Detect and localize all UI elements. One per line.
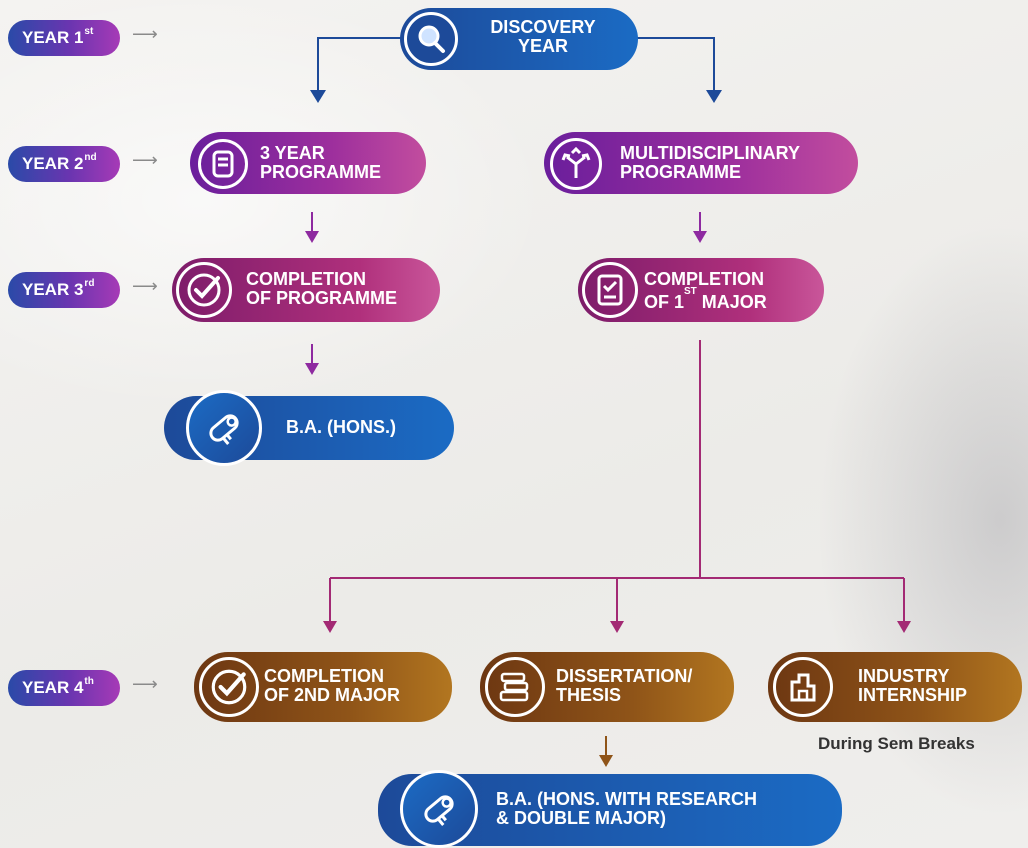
node-label: & DOUBLE MAJOR) bbox=[496, 808, 666, 828]
node-label: MULTIDISCIPLINARY bbox=[620, 143, 800, 163]
arrowhead bbox=[323, 621, 337, 633]
node-label: OF PROGRAMME bbox=[246, 288, 397, 308]
arrowhead bbox=[706, 90, 722, 103]
year-label: YEAR 1 bbox=[22, 28, 84, 47]
node-3-year-programme: 3 YEAR PROGRAMME bbox=[190, 132, 426, 194]
year-suffix: st bbox=[84, 25, 94, 37]
arrow-right-icon: ⟶ bbox=[132, 150, 158, 170]
node-label: COMPLETION bbox=[264, 666, 384, 686]
connector-discovery-left bbox=[317, 37, 404, 92]
node-label: DISSERTATION/ bbox=[556, 666, 693, 686]
internship-caption: During Sem Breaks bbox=[818, 734, 975, 753]
node-discovery-year: DISCOVERY YEAR bbox=[400, 8, 638, 70]
node-label: COMPLETION bbox=[644, 269, 764, 289]
diploma-scroll-icon bbox=[400, 770, 478, 848]
magnifier-icon bbox=[404, 12, 458, 66]
node-label: B.A. (HONS. WITH RESEARCH bbox=[496, 789, 757, 809]
arrowhead bbox=[897, 621, 911, 633]
arrow-right-icon: ⟶ bbox=[132, 674, 158, 694]
node-multidisciplinary-programme: MULTIDISCIPLINARY PROGRAMME bbox=[544, 132, 858, 194]
node-ba-hons: B.A. (HONS.) bbox=[164, 390, 454, 466]
node-label: B.A. (HONS.) bbox=[286, 417, 396, 437]
node-label: YEAR bbox=[517, 36, 568, 56]
connector-discovery-right bbox=[636, 37, 715, 92]
node-label: INTERNSHIP bbox=[858, 685, 968, 705]
year-suffix: th bbox=[84, 675, 94, 687]
node-label: OF 1 bbox=[644, 292, 685, 312]
node-label: MAJOR bbox=[696, 292, 767, 312]
node-ba-hons-research: B.A. (HONS. WITH RESEARCH & DOUBLE MAJOR… bbox=[378, 770, 842, 848]
year-label: YEAR 3 bbox=[22, 280, 84, 299]
arrowhead bbox=[305, 231, 319, 243]
arrowhead bbox=[305, 363, 319, 375]
arrowhead bbox=[610, 621, 624, 633]
node-label: COMPLETION bbox=[246, 269, 366, 289]
arrowhead bbox=[310, 90, 326, 103]
arrow-right-icon: ⟶ bbox=[132, 24, 158, 44]
node-completion-of-1st-major: COMPLETION OF 1ST MAJOR bbox=[578, 258, 824, 322]
checkmark-circle-icon bbox=[199, 657, 259, 717]
node-dissertation-thesis: DISSERTATION/ THESIS bbox=[480, 652, 734, 722]
year-label: YEAR 2 bbox=[22, 154, 84, 173]
checkmark-circle-icon bbox=[176, 262, 232, 318]
books-icon bbox=[485, 657, 545, 717]
arrowhead bbox=[599, 755, 613, 767]
node-label: OF 2ND MAJOR bbox=[264, 685, 401, 705]
year-label: YEAR 4 bbox=[22, 678, 84, 697]
year-suffix: nd bbox=[84, 151, 97, 163]
year-suffix: rd bbox=[84, 277, 95, 289]
node-label: 3 YEAR bbox=[260, 143, 325, 163]
checklist-icon bbox=[582, 262, 638, 318]
node-label: DISCOVERY bbox=[490, 17, 596, 37]
node-completion-of-programme: COMPLETION OF PROGRAMME bbox=[172, 258, 440, 322]
node-industry-internship: INDUSTRY INTERNSHIP bbox=[768, 652, 1022, 722]
document-icon bbox=[198, 139, 248, 189]
split-arrows-icon bbox=[550, 138, 602, 190]
arrow-right-icon: ⟶ bbox=[132, 276, 158, 296]
node-label: PROGRAMME bbox=[620, 162, 741, 182]
node-label: INDUSTRY bbox=[858, 666, 950, 686]
arrowhead bbox=[693, 231, 707, 243]
factory-icon bbox=[773, 657, 833, 717]
node-label: THESIS bbox=[556, 685, 622, 705]
node-completion-of-2nd-major: COMPLETION OF 2ND MAJOR bbox=[194, 652, 452, 722]
node-label-suffix: ST bbox=[684, 286, 697, 297]
diploma-scroll-icon bbox=[186, 390, 262, 466]
node-label: PROGRAMME bbox=[260, 162, 381, 182]
